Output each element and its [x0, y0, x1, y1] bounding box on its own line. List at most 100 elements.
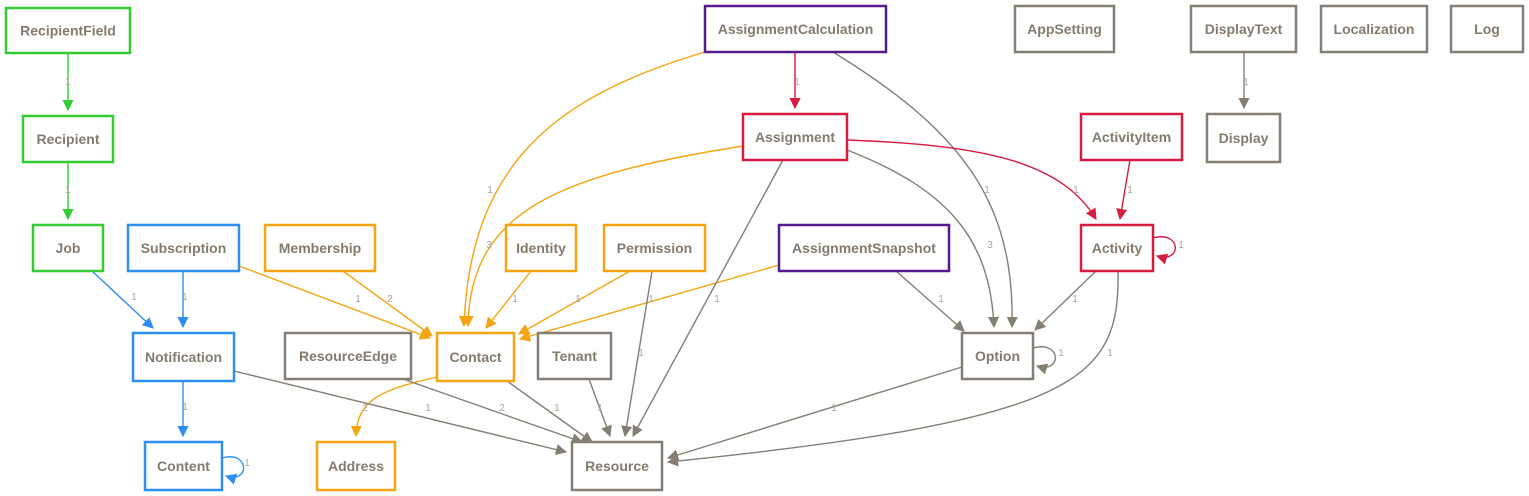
node-box[interactable]	[143, 440, 224, 492]
node-label: Resource	[585, 458, 649, 474]
node-assignmentsnapshot[interactable]: AssignmentSnapshot	[777, 223, 951, 273]
node-box[interactable]	[126, 223, 241, 273]
node-label: RecipientField	[20, 23, 116, 39]
node-box[interactable]	[960, 331, 1035, 381]
node-resource[interactable]: Resource	[570, 440, 664, 492]
node-job[interactable]: Job	[31, 223, 105, 273]
node-box[interactable]	[1319, 4, 1429, 54]
node-label: AssignmentSnapshot	[792, 240, 936, 256]
node-content[interactable]: Content	[143, 440, 224, 492]
node-label: AssignmentCalculation	[718, 21, 874, 37]
node-box[interactable]	[263, 223, 377, 273]
node-subscription[interactable]: Subscription	[126, 223, 241, 273]
node-label: Permission	[617, 240, 692, 256]
edge-line	[221, 456, 245, 485]
edge-cardinality-label: 1	[355, 294, 361, 305]
node-box[interactable]	[21, 114, 115, 164]
edge-cardinality-label: 1	[554, 403, 560, 414]
node-box[interactable]	[1079, 112, 1184, 162]
node-appsetting[interactable]: AppSetting	[1013, 4, 1116, 54]
node-resourceedge[interactable]: ResourceEdge	[283, 331, 413, 381]
edge-cardinality-label: 2	[362, 403, 368, 414]
node-box[interactable]	[4, 6, 132, 55]
node-assignmentcalculation[interactable]: AssignmentCalculation	[703, 4, 888, 54]
node-address[interactable]: Address	[315, 440, 397, 492]
node-localization[interactable]: Localization	[1319, 4, 1429, 54]
edge-resourceedge-to-resource: 2	[402, 378, 584, 444]
edge-line	[832, 51, 1018, 329]
node-identity[interactable]: Identity	[504, 223, 578, 273]
node-displaytext[interactable]: DisplayText	[1189, 4, 1298, 54]
node-assignment[interactable]: Assignment	[741, 112, 849, 162]
edge-line	[588, 378, 612, 438]
edge-cardinality-label: 1	[65, 77, 71, 88]
node-box[interactable]	[131, 331, 236, 383]
edge-cardinality-label: 1	[638, 348, 644, 359]
node-recipient[interactable]: Recipient	[21, 114, 115, 164]
edge-contact-to-resource: 1	[506, 380, 593, 443]
node-membership[interactable]: Membership	[263, 223, 377, 273]
edge-line	[666, 366, 963, 461]
edge-line	[666, 270, 1119, 467]
edge-line	[458, 51, 706, 328]
node-activity[interactable]: Activity	[1079, 223, 1155, 273]
node-box[interactable]	[602, 223, 707, 273]
node-box[interactable]	[1079, 223, 1155, 273]
edge-cardinality-label: 1	[1073, 185, 1079, 196]
edge-activity-to-option: 1	[1034, 270, 1097, 331]
edge-assignment-to-contact: 3	[462, 145, 744, 328]
edge-job-to-notification: 1	[91, 270, 154, 329]
node-label: Tenant	[552, 348, 597, 364]
edge-permission-to-resource: 1	[621, 270, 653, 438]
node-display[interactable]: Display	[1205, 112, 1282, 164]
node-box[interactable]	[777, 223, 951, 273]
edge-assignment-to-option: 3	[846, 149, 1000, 329]
edge-displaytext-to-display: 1	[1238, 52, 1250, 110]
node-label: Content	[157, 458, 210, 474]
node-box[interactable]	[570, 440, 664, 492]
edge-cardinality-label: 1	[65, 185, 71, 196]
edge-cardinality-label: 1	[512, 294, 518, 305]
node-box[interactable]	[435, 331, 516, 383]
node-box[interactable]	[536, 331, 613, 381]
node-contact[interactable]: Contact	[435, 331, 516, 383]
node-label: Localization	[1334, 21, 1415, 37]
node-label: ResourceEdge	[299, 348, 397, 364]
node-activityitem[interactable]: ActivityItem	[1079, 112, 1184, 162]
edge-cardinality-label: 1	[597, 403, 603, 414]
edge-cardinality-label: 3	[486, 240, 492, 251]
edge-cardinality-label: 1	[182, 402, 188, 413]
node-box[interactable]	[315, 440, 397, 492]
edge-subscription-to-notification: 1	[177, 271, 189, 329]
node-log[interactable]: Log	[1449, 4, 1525, 54]
node-recipientfield[interactable]: RecipientField	[4, 6, 132, 55]
node-box[interactable]	[1013, 4, 1116, 54]
edge-cardinality-label: 1	[984, 185, 990, 196]
node-box[interactable]	[1189, 4, 1298, 54]
node-tenant[interactable]: Tenant	[536, 331, 613, 381]
node-option[interactable]: Option	[960, 331, 1035, 381]
node-box[interactable]	[283, 331, 413, 381]
edge-cardinality-label: 1	[1243, 77, 1249, 88]
node-notification[interactable]: Notification	[131, 331, 236, 383]
node-permission[interactable]: Permission	[602, 223, 707, 273]
edge-line	[233, 370, 568, 456]
node-label: Assignment	[755, 129, 835, 145]
node-box[interactable]	[504, 223, 578, 273]
node-box[interactable]	[1449, 4, 1525, 54]
edge-cardinality-label: 1	[244, 458, 250, 469]
node-box[interactable]	[741, 112, 849, 162]
edge-cardinality-label: 1	[1058, 348, 1064, 359]
node-label: Activity	[1092, 240, 1143, 256]
node-label: AppSetting	[1027, 21, 1102, 37]
node-box[interactable]	[1205, 112, 1282, 164]
node-box[interactable]	[703, 4, 888, 54]
node-label: Job	[56, 240, 81, 256]
node-box[interactable]	[31, 223, 105, 273]
edge-cardinality-label: 1	[1127, 185, 1133, 196]
edge-cardinality-label: 1	[1072, 294, 1078, 305]
edge-activity-to-resource: 1	[666, 270, 1119, 467]
edge-option-to-option: 1	[1032, 346, 1064, 375]
